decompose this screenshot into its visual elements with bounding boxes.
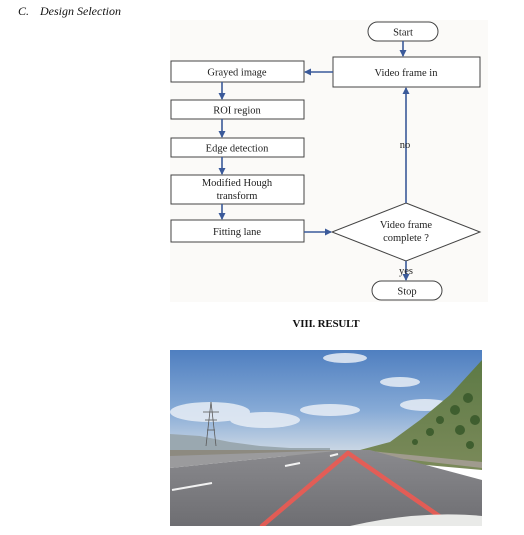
detected-lane-lines [259,450,445,526]
right-guardrail [360,450,482,468]
decision-label-line1: Video frame [380,220,432,231]
stop-label: Stop [397,287,416,298]
road-photo-svg [170,350,482,526]
roi-region-label: ROI region [213,106,261,117]
modified-hough-box [170,174,305,205]
stop-terminal [371,280,443,301]
car-hood [350,514,482,526]
power-pylon [203,401,219,447]
road-surface [170,450,482,526]
fitting-lane-box [170,219,305,243]
section-heading: VIII. RESULT [292,318,360,330]
no-branch-label: no [400,140,411,151]
modified-hough-label-line2: transform [217,191,258,202]
subsection-heading: C. Design Selection [18,4,121,19]
video-frame-in-label: Video frame in [375,68,439,79]
right-hillside [360,360,482,470]
modified-hough-label-line1: Modified Hough [202,178,273,189]
subsection-title: Design Selection [40,4,121,18]
fitting-lane-label: Fitting lane [213,227,261,238]
flowchart-svg: Start Video frame in Grayed image ROI re… [170,21,482,301]
distant-mountains [170,434,330,452]
road-white-markings [171,453,339,491]
yes-branch-label: yes [399,266,413,277]
decision-label-line2: complete ? [383,233,429,244]
video-frame-in-box [332,56,481,88]
hillside-trees [412,393,480,449]
road-lane-detection-photo [170,350,482,526]
subsection-number: C. [18,4,30,18]
road-shoulder-left [170,450,345,468]
edge-detection-label: Edge detection [206,144,269,155]
flowchart-figure: Start Video frame in Grayed image ROI re… [170,20,488,302]
edge-detection-box [170,137,305,158]
start-label: Start [393,28,413,39]
grayed-image-label: Grayed image [207,68,267,79]
roi-region-box [170,99,305,120]
decision-diamond [330,202,482,262]
